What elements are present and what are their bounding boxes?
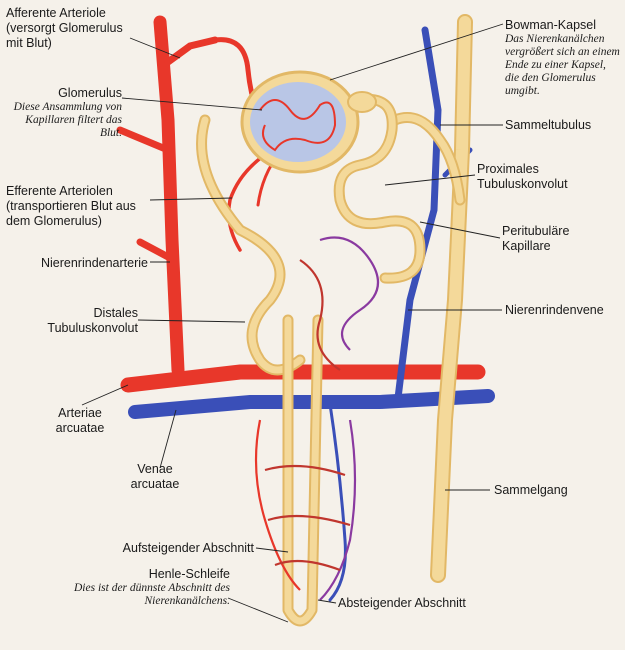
label-henle-loop-desc: Dies ist der dünnste Abschnitt des Niere…: [74, 582, 230, 607]
label-efferent-arterioles-title: Efferente Arteriolen (transportieren Blu…: [6, 184, 136, 228]
capillary-4: [319, 419, 357, 601]
capillary-2: [299, 259, 341, 371]
label-distal-tubule: Distales Tubuluskonvolut: [30, 306, 138, 336]
label-peritubular-capillaries: Peritubuläre Kapillare: [502, 224, 612, 254]
glomerulus-core: [250, 82, 346, 162]
glomerulus-group: [240, 70, 377, 174]
capillary-3: [254, 419, 301, 591]
label-glomerulus-desc: Diese Ansammlung von Kapillaren filtert …: [13, 101, 122, 139]
henle-loop-fill: [284, 316, 322, 625]
label-glomerulus-title: Glomerulus: [58, 86, 122, 100]
label-bowman-capsule: Bowman-Kapsel Das Nierenkanälchen vergrö…: [505, 18, 621, 98]
efferent-arteriole-1: [227, 148, 274, 252]
proximal-tubule-fill: [335, 95, 424, 282]
capillary-5: [264, 464, 351, 572]
tubules: [196, 14, 473, 627]
capsule-neck: [347, 91, 377, 113]
label-bowman-capsule-desc: Das Nierenkanälchen vergrößert sich an e…: [505, 33, 620, 97]
label-descending-limb: Absteigender Abschnitt: [338, 596, 508, 611]
arcuate-artery: [120, 364, 486, 393]
cortical-artery: [153, 15, 185, 377]
label-afferent-arteriole: Afferente Arteriole (versorgt Glomerulus…: [6, 6, 131, 51]
label-cortical-vein-title: Nierenrindenvene: [505, 303, 604, 317]
artery-branch-2: [116, 126, 172, 154]
label-proximal-tubule-title: Proximales Tubuluskonvolut: [477, 162, 568, 191]
cortical-vein: [394, 26, 442, 402]
distal-tubule-fill: [198, 116, 304, 374]
label-collecting-tubule: Sammeltubulus: [505, 118, 620, 133]
label-glomerulus: Glomerulus Diese Ansammlung von Kapillar…: [4, 86, 122, 140]
label-descending-limb-title: Absteigender Abschnitt: [338, 596, 466, 610]
capillary-1: [319, 236, 380, 351]
collecting-duct: [432, 16, 471, 581]
label-bowman-capsule-title: Bowman-Kapsel: [505, 18, 597, 32]
label-henle-loop: Henle-Schleife Dies ist der dünnste Absc…: [70, 567, 230, 608]
leader-lines: [81, 23, 504, 623]
label-afferent-arteriole-title: Afferente Arteriole: [6, 6, 106, 20]
label-collecting-duct-title: Sammelgang: [494, 483, 568, 497]
label-proximal-tubule: Proximales Tubuluskonvolut: [477, 162, 617, 192]
label-arcuate-arteries-title: Arteriae arcuatae: [55, 406, 105, 435]
label-ascending-limb-title: Aufsteigender Abschnitt: [122, 541, 254, 555]
artery-branch-1: [164, 36, 219, 66]
label-efferent-arterioles: Efferente Arteriolen (transportieren Blu…: [6, 184, 156, 229]
peritubular-capillaries: [254, 236, 380, 601]
label-collecting-duct: Sammelgang: [494, 483, 604, 498]
label-collecting-tubule-title: Sammeltubulus: [505, 118, 592, 132]
label-peritubular-capillaries-title: Peritubuläre Kapillare: [502, 224, 570, 253]
glomerulus-capillary-loops: [259, 99, 337, 152]
label-afferent-arteriole-desc: (versorgt Glomerulus mit Blut): [6, 21, 123, 50]
artery-branch-3: [136, 238, 174, 262]
label-arcuate-veins: Venae arcuatae: [120, 462, 190, 492]
arterial-vessels: [116, 15, 486, 393]
label-cortical-artery-title: Nierenrindenarterie: [40, 256, 148, 270]
label-cortical-artery: Nierenrindenarterie: [4, 256, 148, 271]
label-cortical-vein: Nierenrindenvene: [505, 303, 621, 318]
vasa-recta-vein: [328, 402, 347, 602]
label-ascending-limb: Aufsteigender Abschnitt: [60, 541, 254, 556]
label-arcuate-arteries: Arteriae arcuatae: [40, 406, 120, 436]
label-arcuate-veins-title: Venae arcuatae: [130, 462, 180, 491]
label-henle-loop-title: Henle-Schleife: [148, 567, 230, 581]
collecting-tubule-fill: [391, 114, 464, 204]
label-distal-tubule-title: Distales Tubuluskonvolut: [47, 306, 138, 335]
